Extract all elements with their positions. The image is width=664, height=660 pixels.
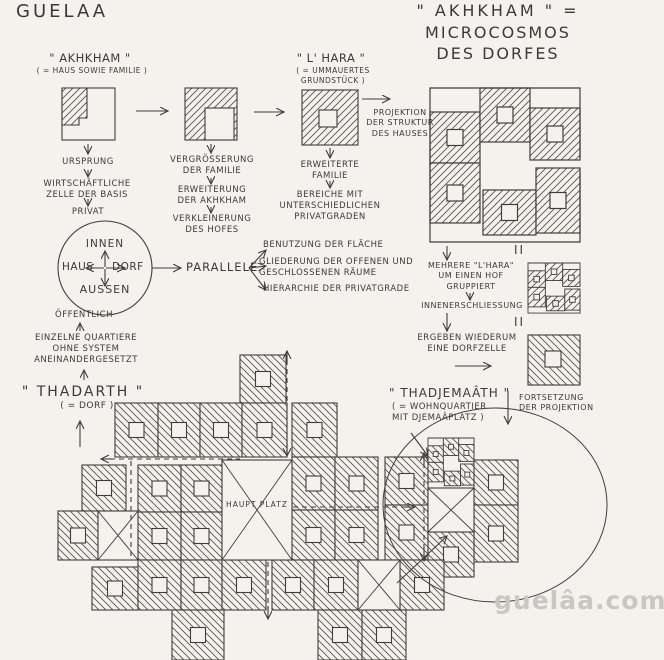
- quartiere-label: EINZELNE QUARTIERE OHNE SYSTEM ANEINANDE…: [34, 333, 138, 366]
- step-ursprung: URSPRUNG: [62, 157, 114, 167]
- thadarth-subtitle: ( = DORF ): [60, 401, 114, 411]
- thadjemaath-title: " THADJEMAÂTH ": [389, 386, 511, 400]
- parallele-item-1: BENUTZUNG DER FLÄCHE: [263, 240, 384, 250]
- step-verkleinerung: VERKLEINERUNG DES HOFES: [172, 214, 252, 236]
- lhara-subtitle: ( = UMMAUERTES GRUNDSTÜCK ): [296, 66, 370, 85]
- thadjemaath-circle: [382, 407, 608, 603]
- equals-symbol-1: II: [514, 243, 526, 257]
- parallele-item-3: HIERARCHIE DER PRIVATGRADE: [263, 284, 410, 294]
- akhkham-house-diagram: [61, 87, 116, 141]
- circle-aussen: AUSSEN: [79, 283, 131, 296]
- village-path-arrows: [101, 351, 424, 619]
- page-title-left: GUELAA: [16, 1, 109, 22]
- akhkham-subtitle: ( = HAUS SOWIE FAMILIE ): [36, 66, 148, 75]
- parallele-label: PARALLELE: [186, 260, 259, 274]
- page-title-right-line1: " AKHKHAM " =: [416, 1, 580, 20]
- village-plan: [57, 87, 581, 660]
- step-wirtschaftliche-zelle: WIRTSCHÄFTLICHE ZELLE DER BASIS: [43, 179, 131, 201]
- thadarth-title: " THADARTH ": [21, 384, 145, 400]
- lhara-title: " L' HARA ": [296, 51, 366, 65]
- innenerschliessung-label: INNENERSCHLIESSUNG: [421, 301, 523, 310]
- oeffentlich-label: ÖFFENTLICH: [55, 310, 113, 320]
- step-erweiterung: ERWEITERUNG DER AKHKHAM: [177, 185, 247, 207]
- step-bereiche: BEREICHE MIT UNTERSCHIEDLICHEN PRIVATGRA…: [279, 190, 381, 223]
- ergeben-dorfzelle-label: ERGEBEN WIEDERUM EINE DORFZELLE: [417, 333, 517, 355]
- dorfzelle-diagram: [527, 334, 581, 386]
- fortsetzung-label: FORTSETZUNG DER PROJEKTION: [519, 393, 594, 413]
- circle-innen: INNEN: [85, 238, 125, 250]
- circle-dorf: DORF: [112, 261, 144, 273]
- hauptplatz-label: HAUPT PLATZ: [226, 500, 288, 509]
- lhara-diagram: [301, 89, 359, 146]
- equals-symbol-2: II: [514, 315, 526, 329]
- hauptplatz-square: [221, 459, 293, 561]
- step-vergroesserung: VERGRÖSSERUNG DER FAMILIE: [169, 155, 255, 177]
- thadjemaath-subtitle: ( = WOHNQUARTIER MIT DJEMAÂPLATZ ): [392, 402, 487, 424]
- akhkham-title: " AKHKHAM ": [49, 51, 131, 65]
- projektion-label: PROJEKTION DER STRUKTUR DES HAUSES: [366, 108, 434, 138]
- page-title-right-line2: MICROCOSMOS DES DORFES: [425, 23, 571, 63]
- circle-haus: HAUS: [62, 261, 94, 273]
- parallele-item-2: GLIEDERUNG DER OFFENEN UND GESCHLOSSENEN…: [259, 257, 414, 279]
- akhkham-grown-diagram: [184, 87, 238, 141]
- mehrere-lhara-label: MEHRERE "L'HARA" UM EINEN HOF GRUPPIERT: [428, 261, 514, 291]
- watermark: guelâa.com: [494, 586, 664, 615]
- step-privat: PRIVAT: [71, 207, 105, 217]
- step-erweiterte-familie: ERWEITERTE FAMILIE: [300, 160, 360, 182]
